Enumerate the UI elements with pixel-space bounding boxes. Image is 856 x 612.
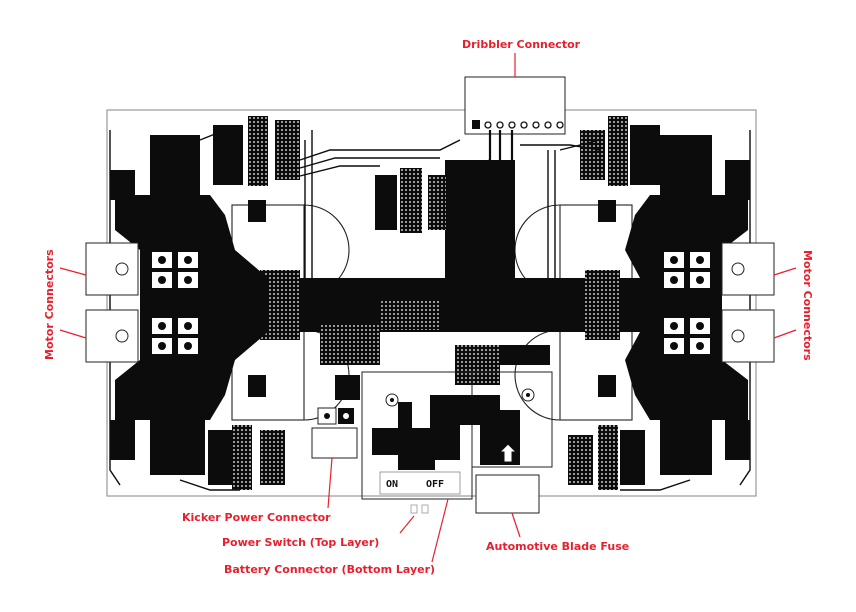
kicker-power-connector-label: Kicker Power Connector	[182, 511, 331, 524]
motor-connector-left-top	[85, 242, 139, 296]
battery-connector-label: Battery Connector (Bottom Layer)	[224, 563, 435, 576]
dribbler-connector-label: Dribbler Connector	[462, 38, 581, 51]
motor-connector-right-top	[721, 242, 775, 296]
motor-connector-left-bottom	[85, 309, 139, 363]
kicker-power-connector	[311, 427, 358, 459]
power-switch-label: Power Switch (Top Layer)	[222, 536, 379, 549]
right-copper-pour	[598, 135, 750, 475]
switch-on-label: ON	[386, 479, 398, 490]
dribbler-connector	[464, 76, 566, 135]
motor-connectors-right-label: Motor Connectors	[801, 250, 814, 361]
automotive-blade-fuse-label: Automotive Blade Fuse	[486, 540, 629, 553]
motor-connector-right-bottom	[721, 309, 775, 363]
leader-lines	[59, 53, 797, 563]
motor-connectors-left-label: Motor Connectors	[43, 249, 56, 360]
left-copper-pour	[110, 135, 268, 475]
signal-traces	[109, 127, 751, 491]
power-switch	[379, 430, 461, 514]
automotive-blade-fuse	[475, 474, 540, 514]
driver-ics	[208, 116, 660, 490]
switch-off-label: OFF	[426, 479, 444, 490]
fuse-pour	[430, 371, 553, 468]
center-components	[317, 325, 550, 425]
